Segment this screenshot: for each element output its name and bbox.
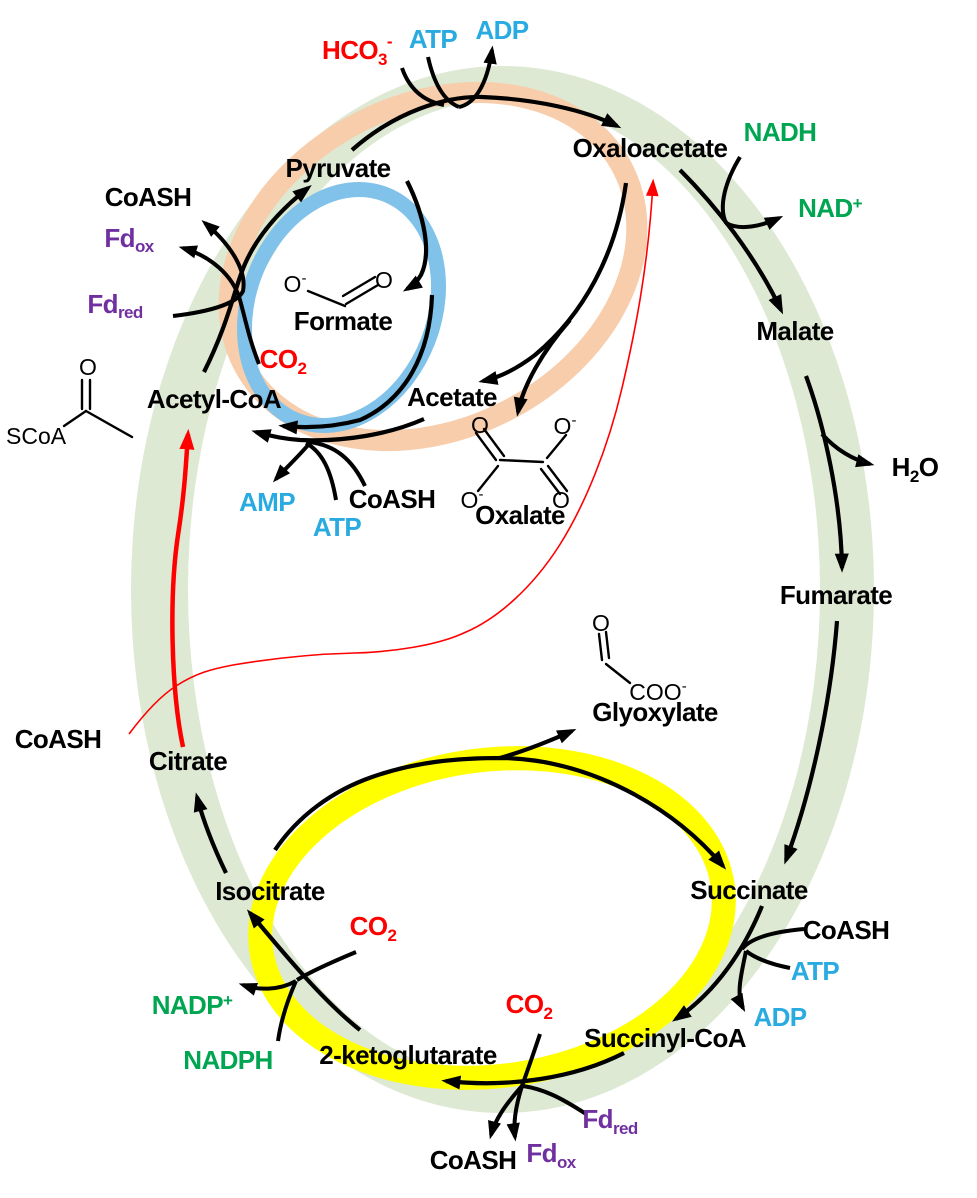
svg-text:Acetyl-CoA: Acetyl-CoA bbox=[147, 384, 282, 414]
svg-text:ADP: ADP bbox=[753, 1002, 806, 1032]
svg-text:AMP: AMP bbox=[239, 487, 295, 517]
svg-text:O-: O- bbox=[461, 486, 484, 513]
svg-text:ADP: ADP bbox=[475, 15, 528, 45]
svg-text:Citrate: Citrate bbox=[149, 746, 227, 776]
svg-text:Isocitrate: Isocitrate bbox=[215, 876, 325, 906]
svg-text:O: O bbox=[471, 412, 489, 438]
svg-text:2-ketoglutarate: 2-ketoglutarate bbox=[319, 1040, 497, 1070]
svg-text:COO-: COO- bbox=[629, 678, 686, 705]
svg-text:ATP: ATP bbox=[791, 956, 840, 986]
svg-text:ATP: ATP bbox=[409, 24, 458, 54]
svg-text:H2O: H2O bbox=[892, 452, 939, 486]
svg-text:CoASH: CoASH bbox=[803, 915, 890, 945]
svg-text:O: O bbox=[375, 267, 393, 293]
svg-text:Acetate: Acetate bbox=[407, 382, 497, 412]
svg-text:O-: O- bbox=[554, 412, 577, 439]
svg-text:Fumarate: Fumarate bbox=[780, 580, 892, 610]
svg-text:NAD+: NAD+ bbox=[798, 193, 863, 223]
svg-text:Oxalate: Oxalate bbox=[475, 500, 565, 530]
svg-text:Glyoxylate: Glyoxylate bbox=[592, 697, 718, 727]
svg-text:CoASH: CoASH bbox=[430, 1145, 517, 1175]
svg-text:O-: O- bbox=[284, 270, 307, 297]
svg-text:Pyruvate: Pyruvate bbox=[285, 153, 390, 183]
svg-text:Oxaloacetate: Oxaloacetate bbox=[573, 133, 728, 163]
svg-text:Malate: Malate bbox=[756, 316, 833, 346]
svg-text:Formate: Formate bbox=[294, 306, 393, 336]
svg-text:NADH: NADH bbox=[744, 117, 817, 147]
svg-text:O: O bbox=[592, 610, 610, 636]
svg-text:CoASH: CoASH bbox=[15, 724, 102, 754]
svg-text:O: O bbox=[552, 487, 570, 513]
svg-text:O: O bbox=[79, 354, 97, 380]
svg-text:NADPH: NADPH bbox=[183, 1045, 272, 1075]
svg-text:Succinyl-CoA: Succinyl-CoA bbox=[584, 1023, 747, 1053]
svg-text:ATP: ATP bbox=[313, 512, 362, 542]
svg-text:Succinate: Succinate bbox=[690, 875, 808, 905]
svg-text:SCoA: SCoA bbox=[6, 423, 67, 449]
svg-text:CoASH: CoASH bbox=[349, 484, 436, 514]
svg-text:NADP+: NADP+ bbox=[152, 990, 233, 1020]
svg-text:CoASH: CoASH bbox=[105, 182, 192, 212]
